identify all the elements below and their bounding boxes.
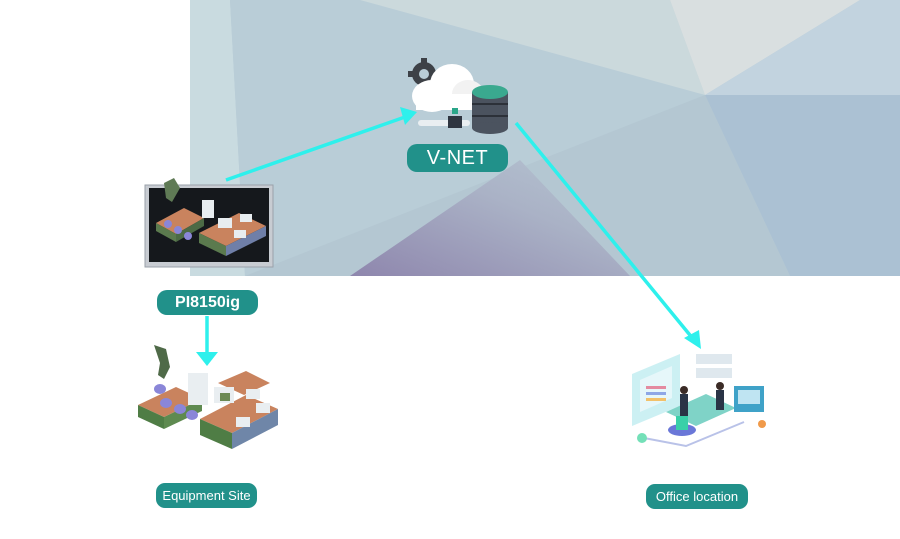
panel-pc-icon — [144, 178, 274, 268]
pi8150ig-label: PI8150ig — [157, 290, 258, 315]
vnet-node — [404, 56, 514, 136]
office-icon — [632, 354, 766, 448]
office-location-node — [626, 346, 776, 458]
factory-line-icon — [138, 345, 278, 449]
equipment-site-label: Equipment Site — [156, 483, 257, 508]
geometric-background — [190, 0, 900, 276]
equipment-site-node — [136, 345, 282, 460]
vnet-label: V-NET — [407, 144, 508, 172]
background-banner — [190, 0, 900, 276]
pi8150ig-node — [144, 178, 274, 270]
cloud-database-icon — [408, 58, 508, 134]
office-location-label: Office location — [646, 484, 748, 509]
